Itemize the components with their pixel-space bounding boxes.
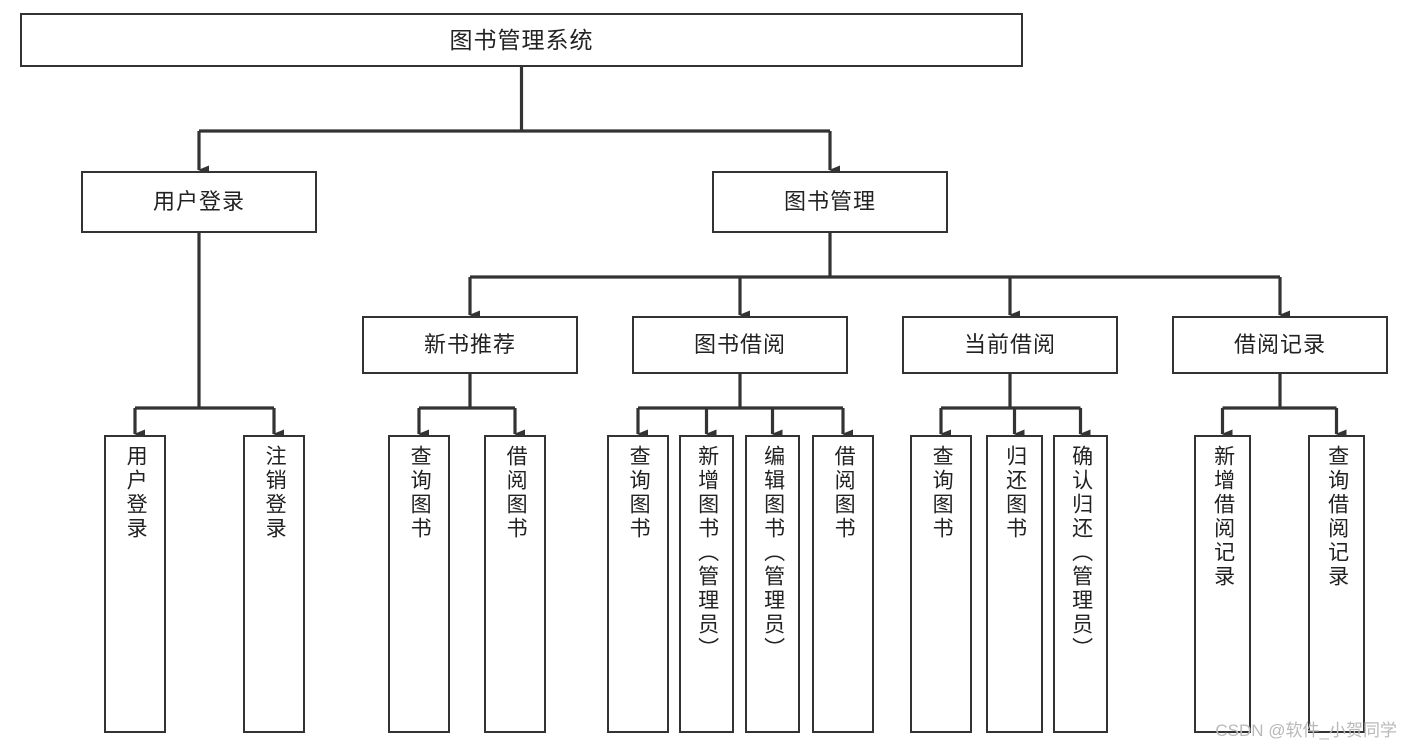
node-label: 查询图书 [930, 445, 954, 541]
node-user-login[interactable]: 用户登录 [81, 171, 317, 233]
node-label: 图书管理 [783, 189, 876, 215]
node-label: 用户登录 [152, 189, 245, 215]
node-label: 借阅图书 [504, 445, 528, 541]
node-current-borrow[interactable]: 当前借阅 [902, 316, 1118, 374]
node-leaf-rec-add-record[interactable]: 新增借阅记录 [1194, 435, 1251, 733]
node-label: 查询图书 [408, 445, 432, 541]
node-label: 查询图书 [627, 445, 651, 541]
csdn-watermark: CSDN @软件_小贺同学 [1215, 721, 1397, 740]
node-book-management[interactable]: 图书管理 [712, 171, 948, 233]
node-leaf-rec-query-book[interactable]: 查询图书 [388, 435, 450, 733]
node-leaf-borrow-add-book[interactable]: 新增图书（管理员） [679, 435, 734, 733]
node-leaf-cur-confirm-return[interactable]: 确认归还（管理员） [1053, 435, 1108, 733]
node-label: 借阅图书 [832, 445, 856, 541]
node-label: 注销登录 [263, 445, 287, 541]
node-leaf-rec-borrow-book[interactable]: 借阅图书 [484, 435, 546, 733]
node-label: 图书借阅 [693, 332, 786, 358]
node-leaf-borrow-borrow-book[interactable]: 借阅图书 [812, 435, 874, 733]
node-book-borrow[interactable]: 图书借阅 [632, 316, 848, 374]
node-root[interactable]: 图书管理系统 [20, 13, 1023, 67]
node-new-book-recommend[interactable]: 新书推荐 [362, 316, 578, 374]
node-label: 新增借阅记录 [1211, 445, 1235, 589]
node-leaf-cur-return-book[interactable]: 归还图书 [986, 435, 1043, 733]
node-leaf-user-logout[interactable]: 注销登录 [243, 435, 305, 733]
node-label: 编辑图书（管理员） [761, 445, 785, 661]
node-label: 确认归还（管理员） [1069, 445, 1093, 661]
node-leaf-cur-query-book[interactable]: 查询图书 [910, 435, 972, 733]
node-borrow-record[interactable]: 借阅记录 [1172, 316, 1388, 374]
node-leaf-borrow-edit-book[interactable]: 编辑图书（管理员） [745, 435, 800, 733]
node-label: 归还图书 [1003, 445, 1027, 541]
node-label: 当前借阅 [963, 332, 1056, 358]
tree-edges [133, 67, 1347, 439]
node-leaf-user-login[interactable]: 用户登录 [104, 435, 166, 733]
node-leaf-borrow-query-book[interactable]: 查询图书 [607, 435, 669, 733]
node-label: 新增图书（管理员） [695, 445, 719, 661]
node-label: 借阅记录 [1233, 332, 1326, 358]
node-label: 用户登录 [124, 445, 148, 541]
node-label: 图书管理系统 [449, 26, 594, 53]
node-label: 新书推荐 [423, 332, 516, 358]
node-label: 查询借阅记录 [1325, 445, 1349, 589]
node-leaf-rec-query-record[interactable]: 查询借阅记录 [1308, 435, 1365, 733]
